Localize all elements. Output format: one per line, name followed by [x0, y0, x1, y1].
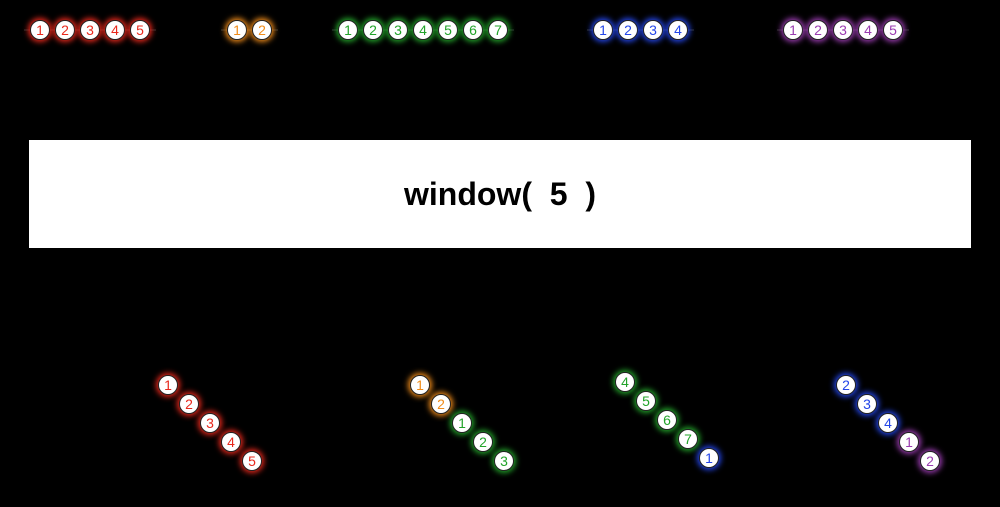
input-marble: 2: [618, 20, 638, 40]
output-marble: 2: [836, 375, 856, 395]
output-marble: 4: [878, 413, 898, 433]
input-marble: 5: [130, 20, 150, 40]
output-marble: 1: [410, 375, 430, 395]
input-group-line: [221, 29, 278, 31]
input-marble: 1: [227, 20, 247, 40]
input-group-line: [587, 29, 694, 31]
operator-box: window( 5 ): [29, 140, 971, 248]
input-marble: 5: [883, 20, 903, 40]
output-marble: 5: [636, 391, 656, 411]
input-marble: 2: [55, 20, 75, 40]
output-marble: 2: [473, 432, 493, 452]
output-marble: 1: [699, 448, 719, 468]
output-marble: 3: [857, 394, 877, 414]
input-marble: 4: [413, 20, 433, 40]
input-marble: 2: [808, 20, 828, 40]
input-marble: 5: [438, 20, 458, 40]
output-marble: 7: [678, 429, 698, 449]
input-marble: 4: [668, 20, 688, 40]
operator-label: window( 5 ): [404, 175, 596, 212]
output-marble: 1: [452, 413, 472, 433]
input-marble: 7: [488, 20, 508, 40]
output-marble: 2: [179, 394, 199, 414]
input-marble: 6: [463, 20, 483, 40]
input-marble: 2: [363, 20, 383, 40]
input-marble: 3: [388, 20, 408, 40]
input-marble: 2: [252, 20, 272, 40]
input-marble: 3: [833, 20, 853, 40]
output-marble: 2: [920, 451, 940, 471]
output-marble: 4: [221, 432, 241, 452]
output-marble: 1: [158, 375, 178, 395]
input-marble: 3: [80, 20, 100, 40]
input-marble: 1: [593, 20, 613, 40]
input-marble: 3: [643, 20, 663, 40]
output-marble: 5: [242, 451, 262, 471]
input-marble: 1: [30, 20, 50, 40]
output-marble: 3: [200, 413, 220, 433]
input-marble: 1: [338, 20, 358, 40]
input-marble: 1: [783, 20, 803, 40]
output-marble: 6: [657, 410, 677, 430]
output-marble: 3: [494, 451, 514, 471]
output-marble: 2: [431, 394, 451, 414]
output-marble: 4: [615, 372, 635, 392]
input-marble: 4: [105, 20, 125, 40]
output-marble: 1: [899, 432, 919, 452]
input-marble: 4: [858, 20, 878, 40]
